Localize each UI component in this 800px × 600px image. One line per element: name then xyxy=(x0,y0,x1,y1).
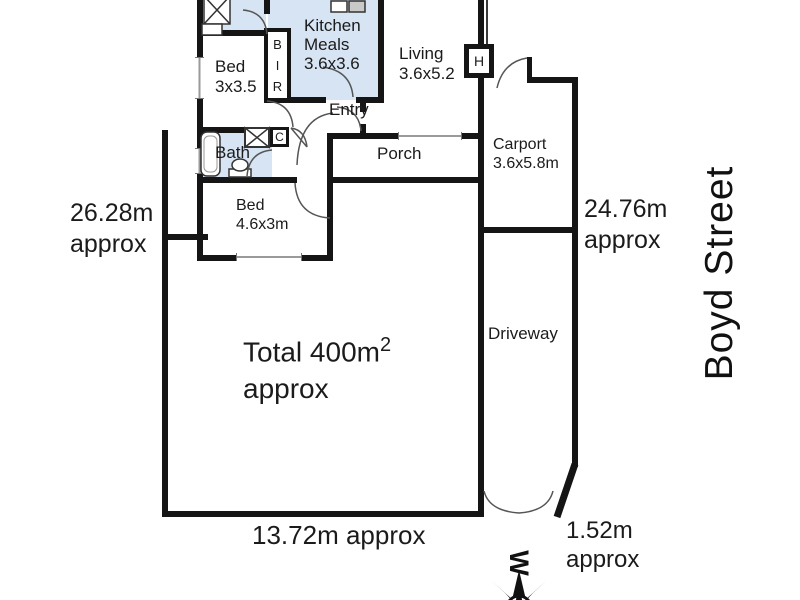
carport-label: Carport 3.6x5.8m xyxy=(493,136,559,172)
wall-porch-bottom xyxy=(327,177,484,183)
hot-water-unit: H xyxy=(464,44,494,78)
door-arc-cupboard xyxy=(290,127,308,148)
wall-topright xyxy=(527,77,578,83)
wall-carport-divider xyxy=(478,227,578,233)
wall-bed1-south xyxy=(197,127,270,133)
wall-boundary-west xyxy=(162,130,168,517)
laundry-fill xyxy=(200,0,266,33)
bed2-label: Bed 4.6x3m xyxy=(236,197,289,233)
door-arc-bed1 xyxy=(266,100,294,128)
living-label: Living 3.6x5.2 xyxy=(399,44,455,83)
wall-kitchen-south-b xyxy=(356,97,384,103)
dimension-gate: 1.52m approx xyxy=(566,517,640,573)
bath-label: Bath xyxy=(215,143,250,162)
compass-letter: W xyxy=(504,550,534,576)
wall-frontdoor-stub-a xyxy=(360,97,366,112)
dimension-west: 26.28m approx xyxy=(70,199,154,258)
kitchen-label: Kitchen Meals 3.6x3.6 xyxy=(304,16,361,73)
dimension-south: 13.72m approx xyxy=(252,520,426,550)
wall-boundary-east xyxy=(572,77,578,467)
wall-bath-south xyxy=(197,177,297,183)
wall-bed2-east xyxy=(327,177,333,261)
wall-porch-west xyxy=(327,133,333,183)
cupboard: C xyxy=(270,127,289,147)
wall-frontdoor-stub-b xyxy=(360,124,366,136)
street-name: Boyd Street xyxy=(698,165,741,381)
cupboard-label: C xyxy=(275,130,284,144)
compass-icon: W xyxy=(492,550,546,600)
wall-boundary-connector xyxy=(162,234,208,240)
fence-line-top xyxy=(486,0,488,50)
wall-laundry-south xyxy=(197,30,270,36)
window-bed2-south xyxy=(236,253,302,261)
wall-kitchen-south-a xyxy=(264,97,326,103)
door-arc-carport xyxy=(496,57,528,89)
driveway-label: Driveway xyxy=(488,324,558,343)
window-bed1-west xyxy=(195,57,204,99)
gate-arc-right xyxy=(518,490,554,514)
fence-angled xyxy=(553,462,579,519)
wall-laundry-east xyxy=(264,0,270,14)
door-arc-bed2 xyxy=(294,182,331,219)
wall-topright-stub xyxy=(527,57,532,79)
total-area-label: Total 400m2 approx xyxy=(243,334,392,405)
wall-living-west xyxy=(378,0,384,103)
hot-water-label: H xyxy=(473,53,485,69)
wall-carport-west xyxy=(478,0,484,517)
window-living-south xyxy=(398,132,462,140)
bir-label: B I R xyxy=(272,36,283,94)
bed1-label: Bed 3x3.5 xyxy=(215,57,257,96)
wall-boundary-south xyxy=(162,511,480,517)
superscript-2: 2 xyxy=(379,334,392,356)
bir-closet: B I R xyxy=(264,28,291,102)
window-bath-west xyxy=(195,148,204,174)
dimension-east: 24.76m approx xyxy=(584,195,668,254)
porch-label: Porch xyxy=(377,144,422,163)
entry-label: Entry xyxy=(329,100,369,119)
gate-arc-left xyxy=(483,490,520,514)
